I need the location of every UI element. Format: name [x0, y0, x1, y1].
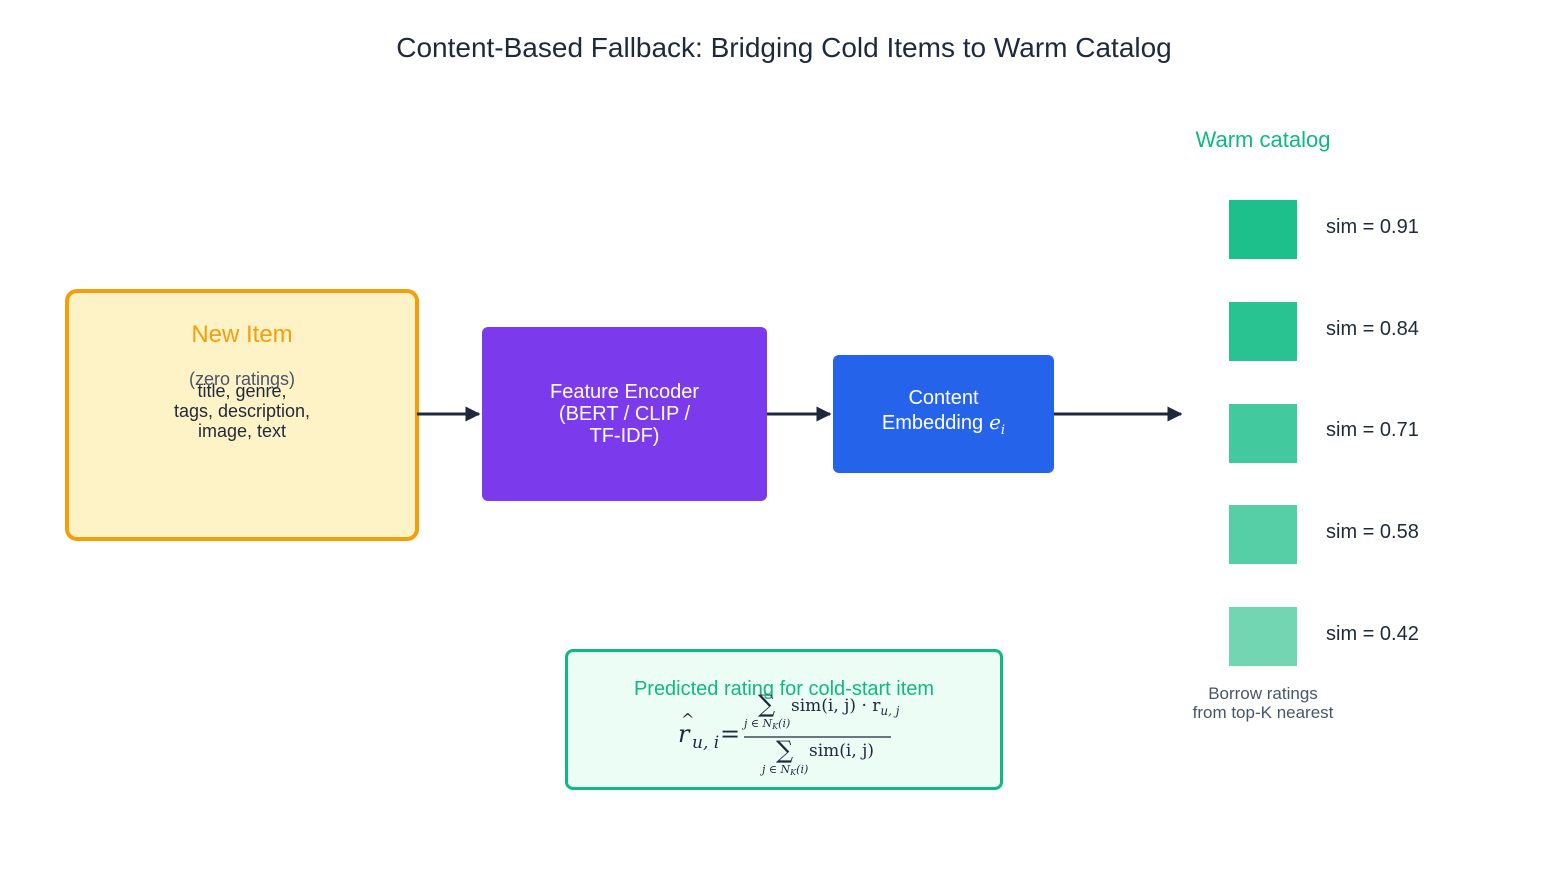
embedding-symbol: ei [989, 409, 1006, 438]
denominator-sum-icon: ∑ [776, 736, 793, 764]
embedding-label-line2: Embedding [881, 411, 984, 434]
formula-title: Predicted rating for cold-start item [633, 678, 935, 700]
catalog-item-sim: sim = 0.84 [1326, 318, 1419, 340]
formula-lhs: r [678, 720, 691, 748]
denominator-term: sim(i, j) [809, 741, 874, 761]
formula-lhs-sub: u, i [692, 733, 719, 753]
hat-accent: ^ [681, 710, 694, 729]
warm-catalog-title: Warm catalog [1195, 127, 1331, 152]
numerator-sum-icon: ∑ [758, 690, 775, 718]
new-item-title: New Item [191, 321, 293, 348]
catalog-item-swatch [1229, 607, 1297, 666]
numerator-sum-index: j ∈ NK(i) [741, 717, 790, 731]
catalog-item-sim: sim = 0.58 [1326, 521, 1419, 543]
diagram-title: Content-Based Fallback: Bridging Cold It… [396, 32, 1172, 63]
new-item-features: title, genre, tags, description, image, … [173, 381, 311, 441]
catalog-item-swatch [1229, 404, 1297, 463]
catalog-item-swatch [1229, 505, 1297, 564]
embedding-label-line1: Content [908, 386, 979, 409]
new-item-subtitle: (zero ratings) [188, 369, 296, 389]
catalog-item-swatch [1229, 200, 1297, 259]
catalog-item-sim: sim = 0.42 [1326, 623, 1419, 645]
equals-sign: = [720, 720, 740, 748]
catalog-item-swatch [1229, 302, 1297, 361]
denominator-sum-index: j ∈ NK(i) [759, 763, 808, 777]
new-item-box: New Item (zero ratings) title, genre, ta… [65, 289, 419, 541]
borrow-ratings-note: Borrow ratings from top-K nearest [1192, 684, 1334, 722]
catalog-item-sim: sim = 0.71 [1326, 419, 1419, 441]
catalog-item-sim: sim = 0.91 [1326, 216, 1419, 238]
prediction-formula-box: Predicted rating for cold-start item [565, 649, 1003, 790]
numerator-term: sim(i, j) · ru, j [791, 696, 900, 718]
feature-encoder-box: Feature Encoder (BERT / CLIP / TF-IDF) [482, 327, 767, 501]
